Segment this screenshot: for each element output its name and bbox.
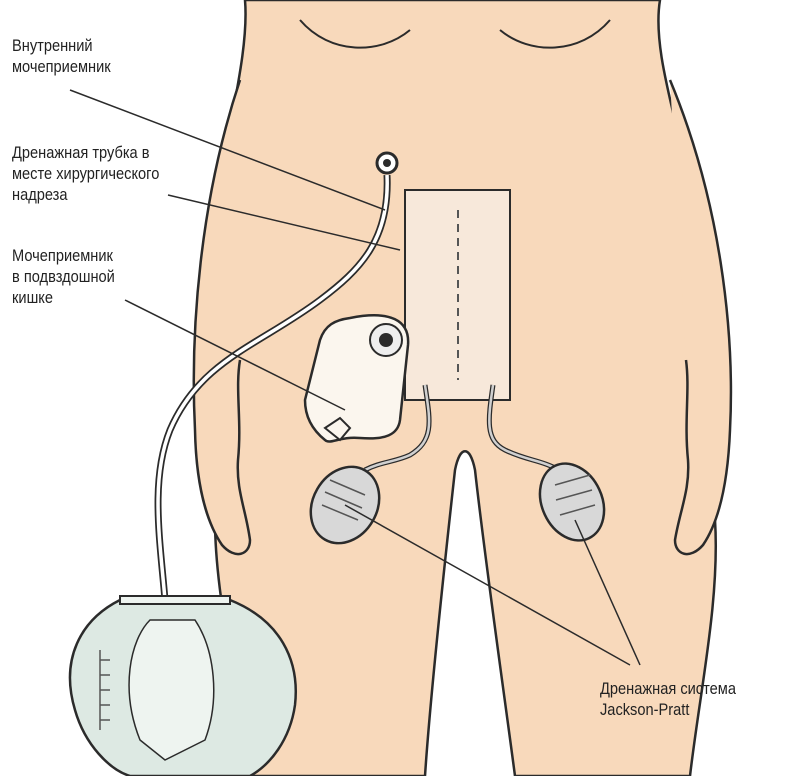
label-drain-tube: Дренажная трубка в месте хирургического … [12,142,159,205]
label-jp-drain: Дренажная система Jackson-Pratt [600,678,736,720]
drainage-bag-hanger [120,596,230,604]
label-ileal-pouch: Мочеприемник в подвздошной кишке [12,245,115,308]
drainage-bag-inner [129,620,214,760]
label-internal-pouch: Внутренний мочеприемник [12,35,111,77]
stoma-center [383,159,391,167]
pouch-opening [379,333,393,347]
